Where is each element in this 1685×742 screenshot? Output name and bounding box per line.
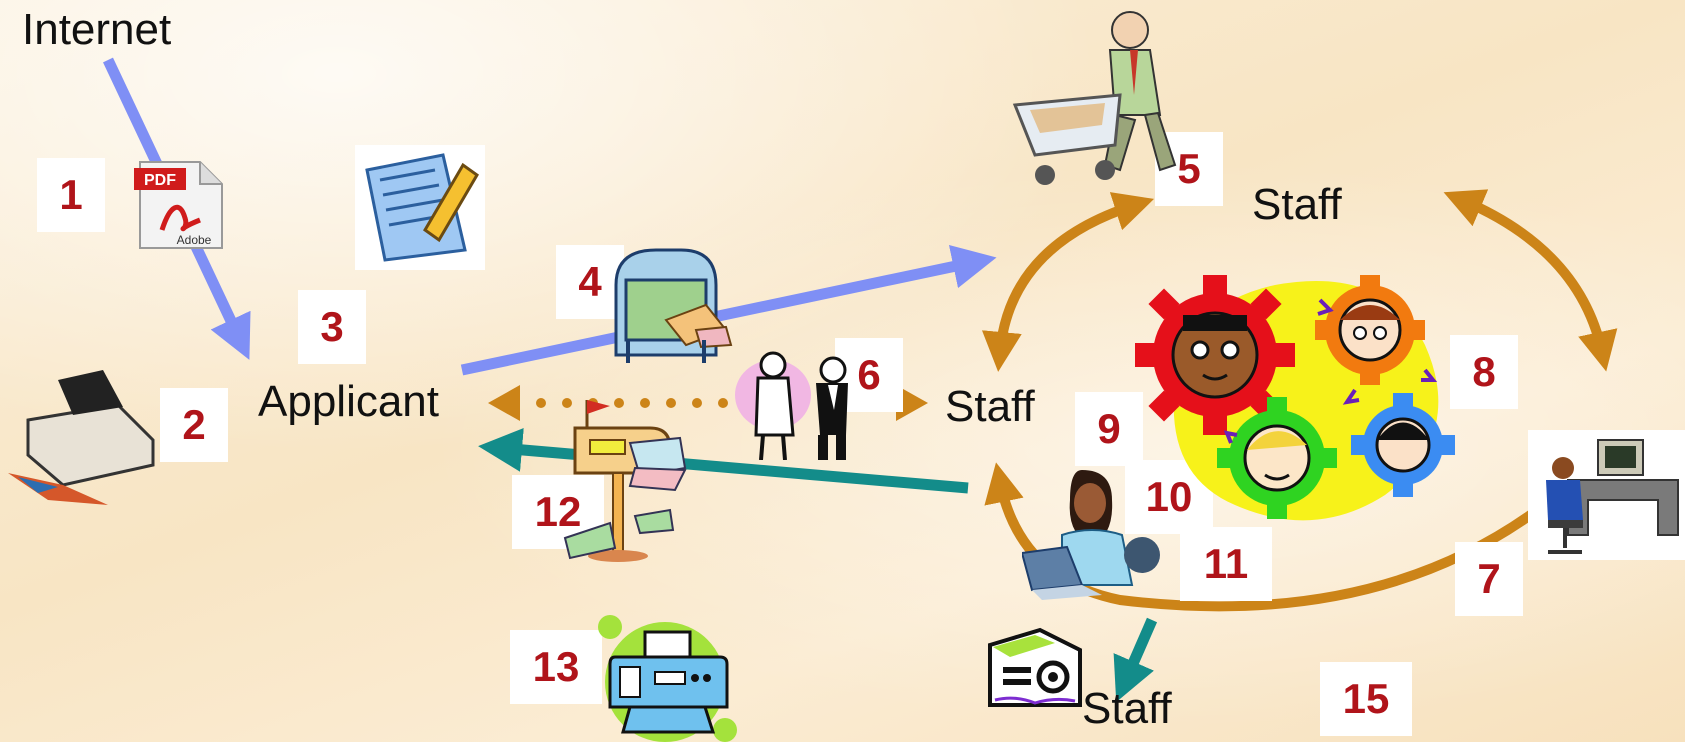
step-number-11: 11 [1180,527,1272,601]
mailbox-sending-icon [606,245,736,365]
step-number-8: 8 [1450,335,1518,409]
arc-staff-left-to-top [981,192,1155,372]
arrow-applicant-to-staff [460,245,997,376]
label-staff-bottom: Staff [1082,684,1172,733]
arrow-staff-to-email-staff [1113,617,1158,703]
label-staff-top: Staff [1252,180,1342,229]
mailbox-receiving-icon [555,398,695,568]
step-number-13: 13 [510,630,602,704]
svg-text:PDF: PDF [144,172,176,189]
man-at-computer-icon [1528,430,1685,560]
step-number-10: 10 [1125,460,1213,534]
step-number-6: 6 [835,338,903,412]
printer-icon [8,365,158,505]
svg-text:Adobe: Adobe [177,233,212,247]
woman-at-laptop-icon [1022,465,1162,600]
step-number-4: 4 [556,245,624,319]
step-number-7: 7 [1455,542,1523,616]
step-number-15: 15 [1320,662,1412,736]
step-number-1: 1 [37,158,105,232]
arrowhead-dotted-left [488,385,520,421]
step-number-9: 9 [1075,392,1143,466]
man-with-cart-icon [1010,5,1185,195]
step-number-3: 3 [298,290,366,364]
step-number-2: 2 [160,388,228,462]
label-internet: Internet [22,5,172,54]
fax-machine-icon [595,612,745,742]
people-talking-icon [728,350,878,460]
email-icon [985,625,1085,715]
label-staff-middle: Staff [945,382,1035,431]
arrowhead-dotted-right [896,385,928,421]
pdf-document-icon: PDF Adobe [130,160,230,250]
arc-staff-top-to-right [1443,189,1618,372]
team-gears-icon [1125,275,1460,545]
form-writing-icon [355,145,485,270]
label-applicant: Applicant [258,377,440,426]
step-number-12: 12 [512,475,604,549]
